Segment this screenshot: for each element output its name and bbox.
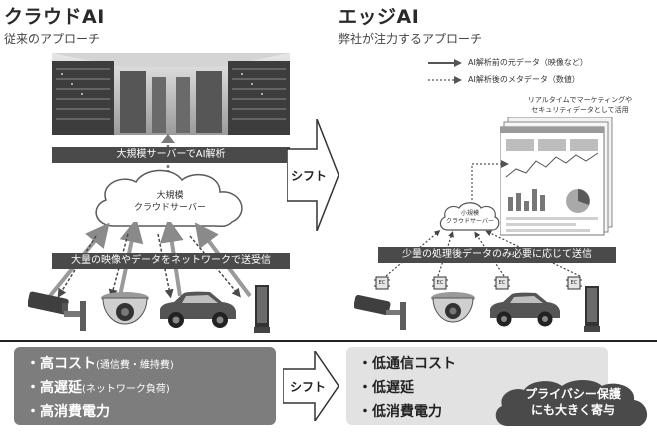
analytics-dashboard-image: [499, 116, 615, 237]
dome-camera-icon: [430, 290, 476, 328]
small-cloud-label: 小規模 クラウドサーバー: [438, 210, 502, 226]
dashboard-note-line2: セキュリティデータとして活用: [531, 106, 629, 114]
signage-display-icon: [584, 286, 600, 332]
drawback-main: 高消費電力: [40, 404, 110, 420]
dashboard-note: リアルタイムでマーケティングや セキュリティデータとして活用: [510, 95, 650, 115]
edge-chip-icon: EC: [566, 275, 582, 291]
security-camera-icon: [27, 289, 90, 333]
bullet-dot: ・: [26, 404, 40, 420]
privacy-note: プライバシー保護 にも大きく寄与: [500, 386, 646, 418]
edge-chip-icon: EC: [494, 275, 510, 291]
bullet-dot: ・: [358, 356, 372, 372]
dome-camera-icon: [100, 290, 150, 330]
drawback-note: (ネットワーク負荷): [82, 384, 170, 395]
edge-chip-label: EC: [378, 280, 386, 286]
metadata-connector: [470, 160, 510, 202]
shift-label-top: シフト: [291, 169, 328, 183]
left-title: クラウドAI: [4, 6, 105, 28]
drawback-item: ・高消費電力: [26, 401, 110, 421]
right-subtitle: 弊社が注力するアプローチ: [338, 32, 483, 46]
dotted-arrow-icon: [428, 76, 462, 84]
legend-item-raw-data: AI解析前の元データ（映像など）: [428, 57, 648, 69]
benefit-item: ・低消費電力: [358, 401, 442, 421]
bullet-dot: ・: [26, 356, 40, 372]
edge-chip-icon: EC: [374, 275, 390, 291]
drawback-item: ・高コスト(通信費・維持費): [26, 353, 174, 373]
bullet-dot: ・: [358, 404, 372, 420]
solid-arrow-icon: [428, 59, 462, 67]
benefit-text: 低通信コスト: [372, 356, 456, 372]
benefit-text: 低消費電力: [372, 404, 442, 420]
large-cloud-label-line2: クラウドサーバー: [134, 203, 206, 213]
data-center-image: [52, 53, 290, 135]
edge-chip-label: EC: [570, 280, 578, 286]
left-data-banner: 大量の映像やデータをネットワークで送受信: [52, 253, 290, 269]
edge-chip-icon: EC: [432, 275, 448, 291]
small-cloud-label-line1: 小規模: [460, 210, 479, 217]
bullet-dot: ・: [26, 380, 40, 396]
small-cloud-label-line2: クラウドサーバー: [446, 218, 494, 225]
cloud-ai-drawbacks-box: ・高コスト(通信費・維持費) ・高遅延(ネットワーク負荷) ・高消費電力: [14, 347, 276, 425]
security-camera-icon: [353, 292, 410, 332]
edge-chip-label: EC: [498, 280, 506, 286]
small-cloud-icon: [436, 199, 502, 233]
large-cloud-label: 大規模 クラウドサーバー: [110, 190, 230, 214]
shift-arrow-bottom: [282, 348, 340, 424]
benefit-text: 低遅延: [372, 380, 414, 396]
signage-display-icon: [254, 285, 270, 333]
drawback-main: 高コスト: [40, 356, 96, 372]
legend-item-meta-data: AI解析後のメタデータ（数値）: [428, 74, 648, 86]
benefit-item: ・低遅延: [358, 377, 414, 397]
privacy-note-line2: にも大きく寄与: [530, 403, 615, 417]
server-banner: 大規模サーバーでAI解析: [52, 147, 290, 163]
car-icon: [156, 291, 238, 329]
right-title: エッジAI: [338, 6, 420, 28]
legend-label-raw-data: AI解析前の元データ（映像など）: [468, 58, 588, 67]
bullet-dot: ・: [358, 380, 372, 396]
shift-arrow-top: [286, 118, 340, 232]
dashboard-note-line1: リアルタイムでマーケティングや: [527, 96, 633, 104]
right-data-banner: 少量の処理後データのみ必要に応じて送信: [378, 247, 616, 263]
edge-chip-label: EC: [436, 280, 444, 286]
car-icon: [486, 292, 562, 328]
shift-label-bottom: シフト: [290, 380, 327, 394]
large-cloud-label-line1: 大規模: [156, 191, 184, 201]
privacy-note-line1: プライバシー保護: [525, 387, 621, 401]
large-cloud-icon: [86, 166, 254, 232]
drawback-main: 高遅延: [40, 380, 82, 396]
benefit-item: ・低通信コスト: [358, 353, 456, 373]
drawback-item: ・高遅延(ネットワーク負荷): [26, 377, 170, 397]
section-divider: [0, 340, 657, 342]
drawback-note: (通信費・維持費): [96, 360, 174, 371]
left-subtitle: 従来のアプローチ: [4, 32, 101, 46]
legend-label-meta-data: AI解析後のメタデータ（数値）: [468, 75, 580, 84]
legend: AI解析前の元データ（映像など） AI解析後のメタデータ（数値）: [428, 57, 648, 87]
privacy-cloud-shape: [490, 378, 654, 428]
